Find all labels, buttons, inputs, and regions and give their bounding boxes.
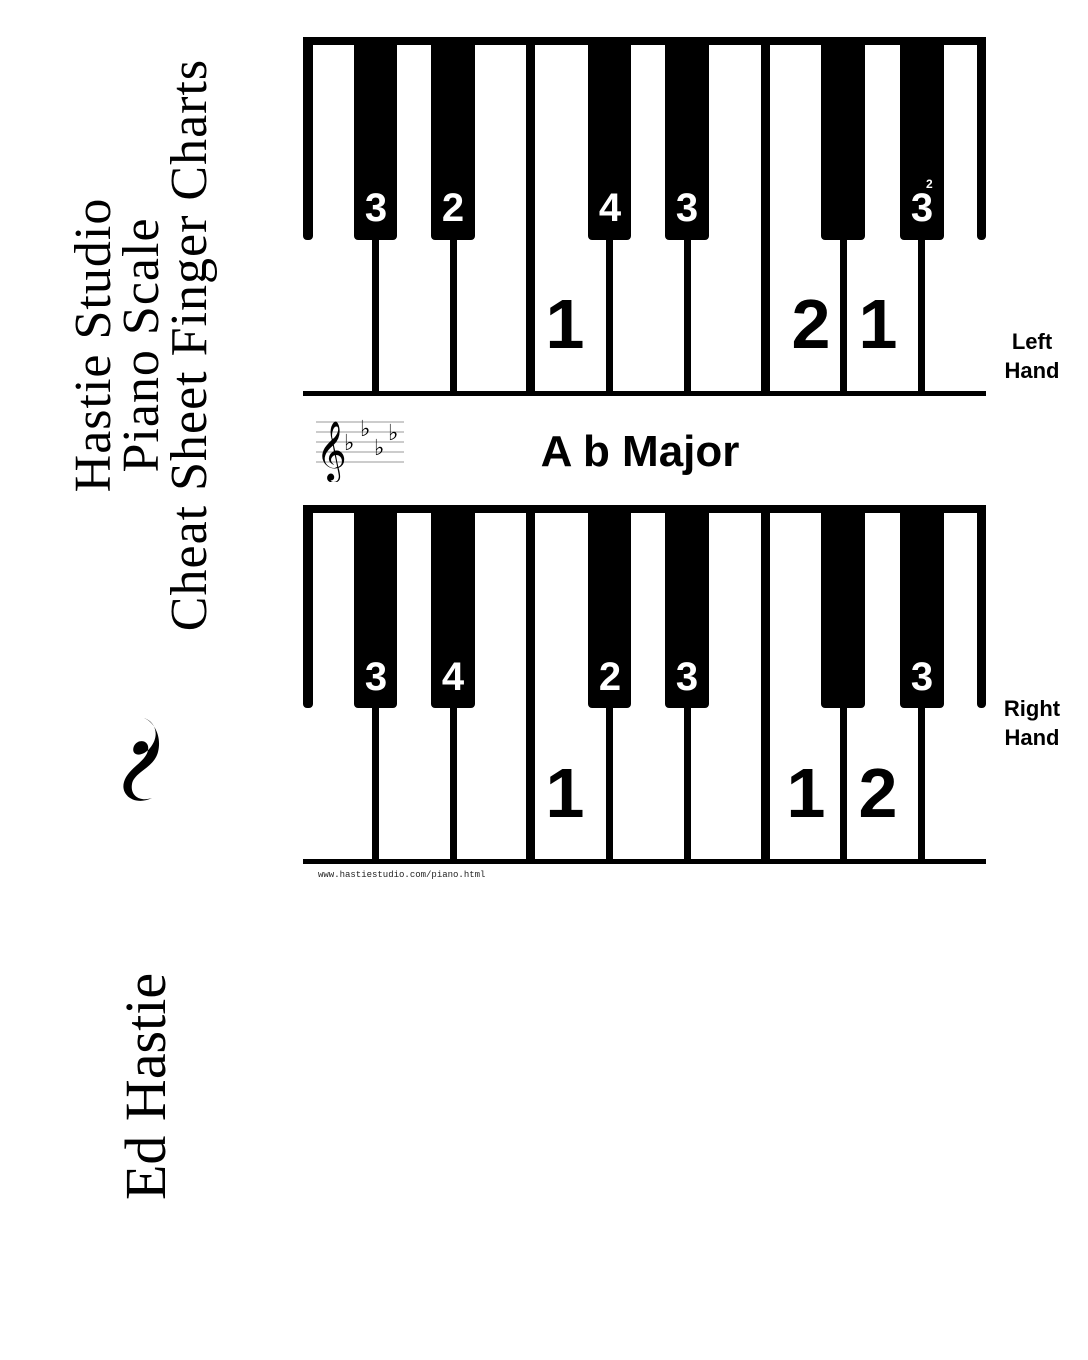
finger-number: 3	[364, 655, 388, 699]
black-key-4[interactable]	[665, 37, 709, 240]
finger-number: 2	[441, 186, 465, 230]
key-stem	[918, 237, 925, 393]
finger-number: 3	[910, 186, 934, 230]
keyboard-bottom-edge	[303, 391, 986, 396]
finger-number: 2	[858, 754, 898, 832]
partial-black-key-right	[977, 37, 986, 240]
keyboard-top-edge	[303, 37, 986, 45]
cover-title-line-3: Cheat Sheet Finger Charts	[161, 58, 218, 632]
white-key-divider	[526, 37, 535, 393]
key-stem	[684, 237, 691, 393]
black-key-3[interactable]	[588, 505, 631, 708]
svg-text:♭: ♭	[374, 436, 384, 461]
key-stem	[840, 705, 847, 861]
finger-number: 1	[545, 754, 585, 832]
finger-number: 3	[910, 655, 934, 699]
finger-number: 4	[441, 655, 465, 699]
keyboard-bottom-edge	[303, 859, 986, 864]
black-key-4[interactable]	[665, 505, 709, 708]
black-key-2[interactable]	[431, 505, 475, 708]
white-key-divider	[526, 505, 535, 861]
svg-text:𝄞: 𝄞	[316, 421, 347, 482]
finger-number: 1	[545, 285, 585, 363]
black-key-5[interactable]	[821, 505, 865, 708]
finger-superscript: 2	[926, 177, 933, 191]
key-stem	[372, 705, 379, 861]
black-key-2[interactable]	[431, 37, 475, 240]
left-hand-keyboard: 3 2 4 3 3 2 1 2 1	[303, 37, 986, 397]
black-key-6[interactable]	[900, 505, 944, 708]
right-hand-label: Right Hand	[1003, 696, 1061, 750]
right-hand-keyboard: 3 4 2 3 3 1 1 2	[303, 505, 986, 865]
white-key-divider	[761, 505, 770, 861]
finger-number: 3	[364, 186, 388, 230]
black-key-1[interactable]	[354, 505, 397, 708]
key-stem	[372, 237, 379, 393]
svg-text:♭: ♭	[388, 421, 398, 446]
key-stem	[918, 705, 925, 861]
key-stem	[684, 705, 691, 861]
svg-text:♭: ♭	[344, 431, 354, 456]
key-stem	[840, 237, 847, 393]
cover-title-line-1: Hastie Studio	[65, 197, 122, 493]
svg-text:♭: ♭	[360, 417, 370, 442]
decorative-swash-icon	[123, 718, 160, 801]
key-stem	[450, 237, 457, 393]
black-key-1[interactable]	[354, 37, 397, 240]
partial-black-key-left	[303, 505, 313, 708]
finger-number: 2	[598, 655, 622, 699]
keyboard-top-edge	[303, 505, 986, 513]
key-stem	[606, 705, 613, 861]
cover-title-line-2: Piano Scale	[113, 217, 170, 473]
author-name: Ed Hastie	[113, 972, 178, 1200]
left-hand-label: Left Hand	[1004, 329, 1060, 383]
key-stem	[606, 237, 613, 393]
black-key-3[interactable]	[588, 37, 631, 240]
finger-number: 4	[598, 186, 622, 230]
scale-title: A b Major	[540, 427, 740, 476]
partial-black-key-left	[303, 37, 313, 240]
finger-number: 1	[858, 285, 898, 363]
finger-number: 1	[786, 754, 826, 832]
finger-number: 3	[675, 655, 699, 699]
black-key-6[interactable]	[900, 37, 944, 240]
source-url[interactable]: www.hastiestudio.com/piano.html	[318, 870, 486, 880]
treble-clef-icon: 𝄞 ♭ ♭ ♭ ♭	[316, 417, 404, 482]
partial-black-key-right	[977, 505, 986, 708]
cover-title: Hastie Studio Piano Scale Cheat Sheet Fi…	[65, 25, 230, 665]
finger-number: 3	[675, 186, 699, 230]
key-stem	[450, 705, 457, 861]
white-key-divider	[761, 37, 770, 393]
black-key-5[interactable]	[821, 37, 865, 240]
finger-number: 2	[791, 285, 831, 363]
